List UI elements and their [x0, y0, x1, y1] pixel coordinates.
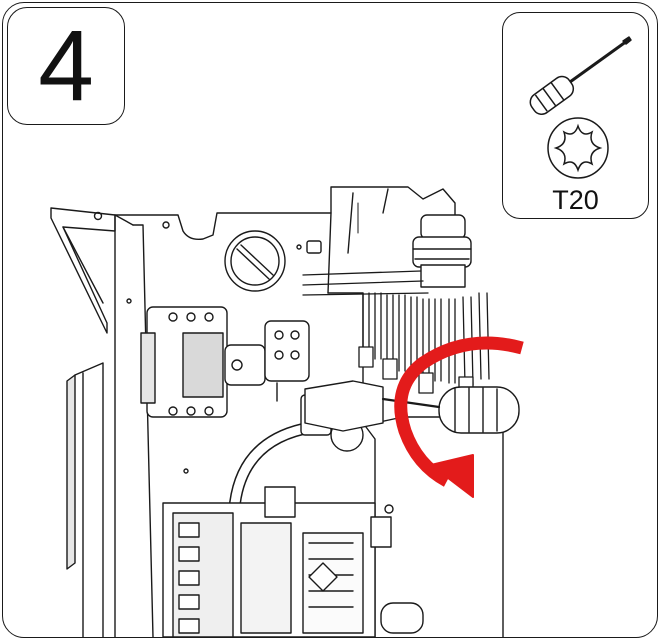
tool-size-label: T20: [552, 185, 599, 215]
mounting-bracket: [50, 207, 116, 637]
torx-star-icon: [547, 117, 609, 179]
cable-gland: [412, 214, 472, 288]
mounting-plate-right: [304, 380, 384, 432]
screwdriver-icon: [529, 36, 632, 116]
terminal-block: [140, 306, 310, 418]
step-number: 4: [38, 10, 94, 122]
rotation-arrow: [394, 336, 524, 498]
cable-grommet: [224, 230, 322, 292]
wire-bundle: [302, 270, 490, 398]
tool-callout-box: T20: [502, 12, 649, 219]
screwdriver-handle: [381, 386, 520, 434]
step-number-box: 4: [7, 7, 125, 125]
circuit-board: [162, 486, 424, 637]
charger-interior-drawing: [50, 186, 524, 637]
